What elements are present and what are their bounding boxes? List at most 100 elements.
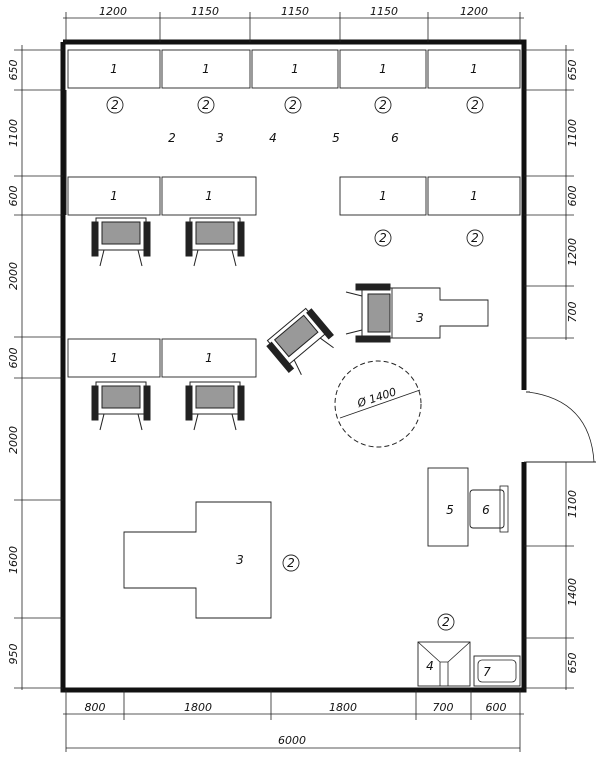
wheelchair-icon — [91, 217, 151, 267]
top-dimension: 1200 1150 1150 1150 1200 — [63, 5, 524, 42]
wheelchair-icon — [185, 217, 245, 267]
circle-marker-top-5: 2 — [471, 98, 479, 112]
right-dimension: 650 1100 600 1200 700 1100 1400 650 — [524, 45, 579, 690]
sink-cabinet — [417, 641, 471, 687]
desk-label: 5 — [446, 503, 454, 517]
wheelchair-icon — [91, 381, 151, 431]
washbasin-label: 7 — [483, 665, 491, 679]
dim-right-4: 1200 — [566, 238, 579, 266]
bench-top-5 — [427, 49, 521, 89]
bench-mid-1-label: 1 — [110, 189, 118, 203]
bench-top-4-label: 1 — [379, 62, 387, 76]
door — [521, 390, 596, 463]
wall-bottom-left — [60, 42, 527, 693]
dim-left-6: 2000 — [7, 426, 20, 454]
bench-mid-2 — [161, 176, 257, 216]
table-big-label: 3 — [236, 553, 244, 567]
bench-row-middle: 1 1 1 1 — [67, 176, 521, 216]
aisle-number-3: 3 — [216, 131, 224, 145]
bench-mid-4 — [427, 176, 521, 216]
wall-top-right — [63, 39, 527, 390]
bench-mid-2-label: 1 — [205, 189, 213, 203]
dim-right-3: 600 — [566, 186, 579, 207]
dim-left-1: 650 — [7, 60, 20, 81]
dim-right-8: 650 — [566, 653, 579, 674]
dim-top-4: 1150 — [370, 5, 398, 18]
bench-top-4 — [339, 49, 427, 89]
circle-marker-bottom-1: 2 — [287, 556, 295, 570]
dim-top-5: 1200 — [460, 5, 488, 18]
circle-marker-top-1: 2 — [111, 98, 119, 112]
dim-bottom-3: 1800 — [329, 701, 357, 714]
dim-bottom-4: 700 — [433, 701, 454, 714]
dim-top-1: 1200 — [99, 5, 127, 18]
circle-marker-top-2: 2 — [202, 98, 210, 112]
door-swing-arc — [527, 391, 595, 463]
bench-low-1 — [67, 338, 161, 378]
bench-top-3-label: 1 — [291, 62, 299, 76]
bench-top-2-label: 1 — [202, 62, 210, 76]
circled-markers-top: 2 2 2 2 2 — [106, 96, 484, 114]
dim-right-6: 1100 — [566, 490, 579, 518]
turning-circle-label: Ø 1400 — [355, 385, 398, 410]
bench-mid-3-label: 1 — [379, 189, 387, 203]
wheelchair-icon — [266, 307, 334, 375]
sink-label: 4 — [426, 659, 434, 673]
bench-row-top: 1 1 1 1 1 — [67, 49, 521, 89]
washbasin-icon — [473, 655, 521, 687]
room-walls — [60, 39, 527, 693]
left-dimension: 650 1100 600 2000 600 2000 1600 950 — [7, 45, 63, 690]
bench-mid-1 — [67, 176, 161, 216]
dim-left-8: 950 — [7, 644, 20, 665]
bench-top-5-label: 1 — [470, 62, 478, 76]
table-right-label: 3 — [416, 311, 424, 325]
bench-low-2-label: 1 — [205, 351, 213, 365]
monitor-icon — [469, 489, 505, 529]
dim-left-3: 600 — [7, 186, 20, 207]
aisle-number-5: 5 — [332, 131, 340, 145]
dim-left-5: 600 — [7, 348, 20, 369]
sink-area: 2 4 7 — [417, 613, 521, 687]
monitor-label: 6 — [482, 503, 490, 517]
dim-left-4: 2000 — [7, 262, 20, 290]
wheelchair-icon — [345, 283, 395, 343]
wheelchair-icon — [185, 381, 245, 431]
circle-marker-top-4: 2 — [379, 98, 387, 112]
sink-icon — [417, 641, 471, 686]
bench-mid-4-label: 1 — [470, 189, 478, 203]
dim-bottom-1: 800 — [85, 701, 106, 714]
desk-area: 5 6 — [427, 467, 509, 547]
dim-right-7: 1400 — [566, 578, 579, 606]
bench-top-3 — [251, 49, 339, 89]
circle-marker-top-3: 2 — [289, 98, 297, 112]
dim-right-1: 650 — [566, 60, 579, 81]
dim-top-3: 1150 — [281, 5, 309, 18]
circle-marker-mid-1: 2 — [379, 231, 387, 245]
circle-marker-bottom-2: 2 — [442, 615, 450, 629]
circled-markers-middle: 2 2 — [374, 229, 484, 247]
table-right: 3 — [391, 287, 489, 339]
bench-low-1-label: 1 — [110, 351, 118, 365]
table-big: 3 2 — [123, 501, 300, 619]
turning-circle: Ø 1400 — [334, 360, 422, 448]
aisle-number-4: 4 — [269, 131, 277, 145]
aisle-number-6: 6 — [391, 131, 399, 145]
aisle-numbers: 2 3 4 5 6 — [168, 131, 399, 145]
dim-top-2: 1150 — [191, 5, 219, 18]
bench-top-1 — [67, 49, 161, 89]
bench-low-2 — [161, 338, 257, 378]
bottom-dimension: 800 1800 1800 700 600 6000 — [63, 690, 524, 752]
aisle-number-2: 2 — [168, 131, 176, 145]
dim-right-5: 700 — [566, 302, 579, 323]
dim-bottom-5: 600 — [486, 701, 507, 714]
dim-left-2: 1100 — [7, 119, 20, 147]
desk — [427, 467, 469, 547]
dim-total-width: 6000 — [278, 734, 306, 747]
wheelchairs — [91, 217, 395, 431]
dim-right-2: 1100 — [566, 119, 579, 147]
bench-row-lower: 1 1 — [67, 338, 257, 378]
dim-left-7: 1600 — [7, 546, 20, 574]
bench-top-1-label: 1 — [110, 62, 118, 76]
circle-marker-mid-2: 2 — [471, 231, 479, 245]
